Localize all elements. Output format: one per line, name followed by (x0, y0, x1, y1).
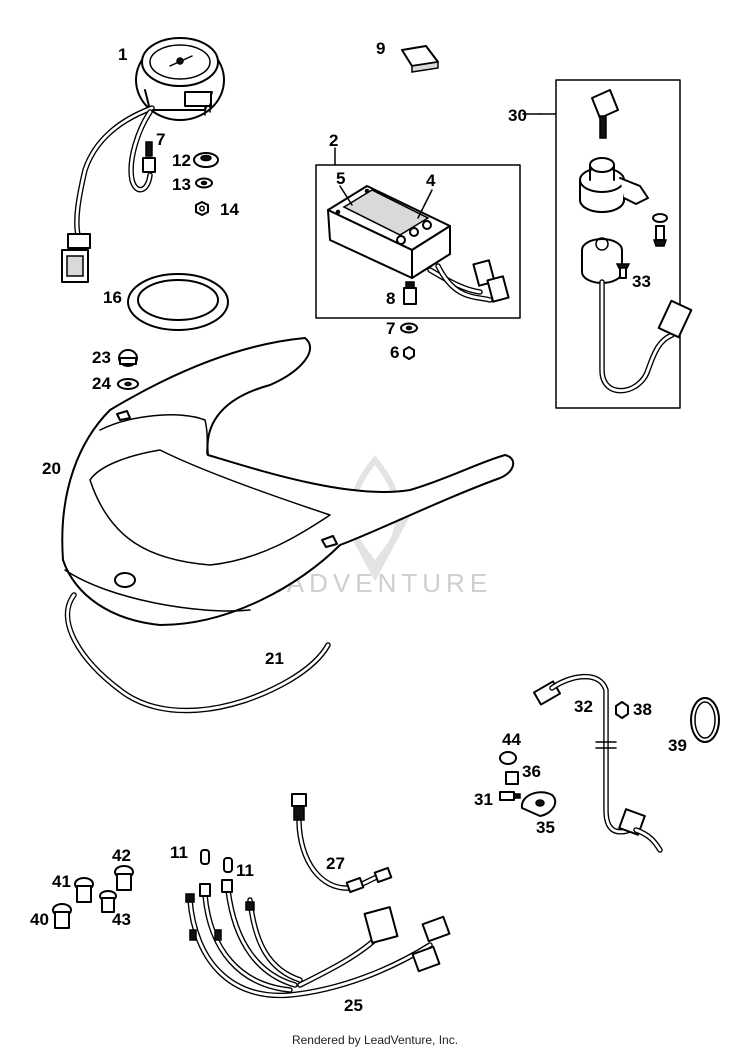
part-9-block[interactable] (401, 45, 439, 73)
switch-41[interactable] (74, 877, 94, 903)
callout-7b: 7 (386, 319, 395, 338)
nut-14[interactable] (195, 201, 209, 216)
part-30-group (539, 79, 681, 409)
callout-1: 1 (118, 45, 127, 64)
callout-16: 16 (103, 288, 122, 307)
grommet-12[interactable] (193, 152, 219, 168)
callout-44: 44 (502, 730, 521, 749)
callout-33: 33 (632, 272, 651, 291)
callout-41: 41 (52, 872, 71, 891)
washer-7[interactable] (400, 322, 418, 334)
callout-13: 13 (172, 175, 191, 194)
callout-6: 6 (390, 343, 399, 362)
tripmaster-harness (427, 259, 510, 303)
callout-4: 4 (426, 171, 436, 190)
screw-31[interactable] (499, 791, 521, 801)
cable-27[interactable] (291, 793, 393, 894)
callout-38: 38 (633, 700, 652, 719)
callout-labels: 1 9 30 7 2 12 5 4 13 14 33 16 8 7 6 23 2… (30, 39, 687, 1015)
headlight-mask[interactable] (61, 337, 515, 626)
callout-11a: 11 (170, 843, 188, 862)
callout-42: 42 (112, 846, 131, 865)
nut-6[interactable] (403, 346, 415, 360)
callout-14: 14 (220, 200, 239, 219)
bulb-11-right[interactable] (223, 857, 233, 873)
rubber-mount-8[interactable] (403, 281, 417, 305)
callout-24: 24 (92, 374, 111, 393)
ignition-contact-unit[interactable] (581, 237, 623, 284)
callout-39: 39 (668, 736, 687, 755)
callout-35: 35 (536, 818, 555, 837)
screw-33[interactable] (615, 263, 631, 279)
edge-trim-21[interactable] (64, 592, 331, 714)
callout-30: 30 (508, 106, 527, 125)
spacer-36[interactable] (505, 771, 519, 785)
callout-27: 27 (326, 854, 345, 873)
callout-2: 2 (329, 131, 338, 150)
callout-21: 21 (265, 649, 284, 668)
speedometer[interactable] (135, 37, 225, 121)
callout-36: 36 (522, 762, 541, 781)
callout-8: 8 (386, 289, 395, 308)
washer-24[interactable] (117, 378, 139, 390)
wiring-harness-25[interactable] (185, 879, 451, 999)
ignition-lock[interactable] (579, 157, 649, 213)
callout-7a: 7 (156, 130, 165, 149)
callout-5: 5 (336, 169, 345, 188)
callout-12: 12 (172, 151, 191, 170)
callout-31: 31 (474, 790, 493, 809)
callout-23: 23 (92, 348, 111, 367)
callout-43: 43 (112, 910, 131, 929)
callout-32: 32 (574, 697, 593, 716)
callout-20: 20 (42, 459, 61, 478)
ignition-screw[interactable] (652, 213, 668, 247)
bulb-11-left[interactable] (200, 849, 210, 865)
bulb-socket-7[interactable] (142, 141, 156, 173)
clamp-39[interactable] (690, 697, 720, 743)
leader-lines (339, 113, 541, 219)
ignition-harness (599, 279, 693, 394)
part-2-group (315, 147, 521, 319)
switch-42[interactable] (114, 865, 134, 891)
clip-44[interactable] (499, 751, 517, 765)
callout-25: 25 (344, 996, 363, 1015)
callout-11b: 11 (236, 861, 254, 880)
callout-9: 9 (376, 39, 385, 58)
tripmaster-computer[interactable] (327, 185, 451, 279)
callout-40: 40 (30, 910, 49, 929)
cap-nut-23[interactable] (118, 349, 138, 367)
footer-credit: Rendered by LeadVenture, Inc. (291, 1033, 459, 1047)
ignition-key[interactable] (591, 89, 619, 139)
washer-13[interactable] (195, 177, 213, 189)
seal-ring-16[interactable] (127, 273, 229, 331)
bracket-35[interactable] (520, 791, 557, 817)
nut-38[interactable] (615, 701, 629, 719)
switch-40[interactable] (52, 903, 72, 929)
speed-sensor-cable[interactable] (532, 673, 663, 853)
switch-43[interactable] (99, 890, 117, 913)
speedometer-cable (61, 105, 155, 283)
